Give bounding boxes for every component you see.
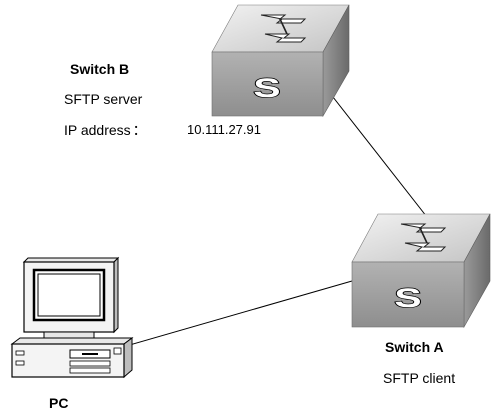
switch-b-name: Switch B <box>70 61 130 77</box>
pc-icon <box>10 256 134 379</box>
switch-arrows-icon <box>260 14 307 43</box>
pc-name: PC <box>49 395 69 411</box>
monitor-icon <box>22 256 120 339</box>
ip-address-value: 10.111.27.91 <box>187 122 261 137</box>
switch-a-badge: S <box>394 284 421 313</box>
ip-address-separator: ： <box>132 122 147 138</box>
switch-a-name: Switch A <box>385 339 444 355</box>
switch-a-icon: S <box>351 213 491 329</box>
switch-b-icon: S <box>211 4 350 118</box>
switch-a-role: SFTP client <box>383 370 456 386</box>
switch-arrows-icon <box>400 223 447 252</box>
ip-address-label: IP address <box>64 122 131 138</box>
switch-b-role: SFTP server <box>64 91 143 107</box>
link-switch-b-to-switch-a <box>321 82 435 227</box>
link-pc-to-switch-a <box>125 280 353 347</box>
switch-b-badge: S <box>253 74 280 103</box>
switch-b-ip-row: IP address： <box>64 120 147 140</box>
system-unit-icon <box>10 337 134 379</box>
